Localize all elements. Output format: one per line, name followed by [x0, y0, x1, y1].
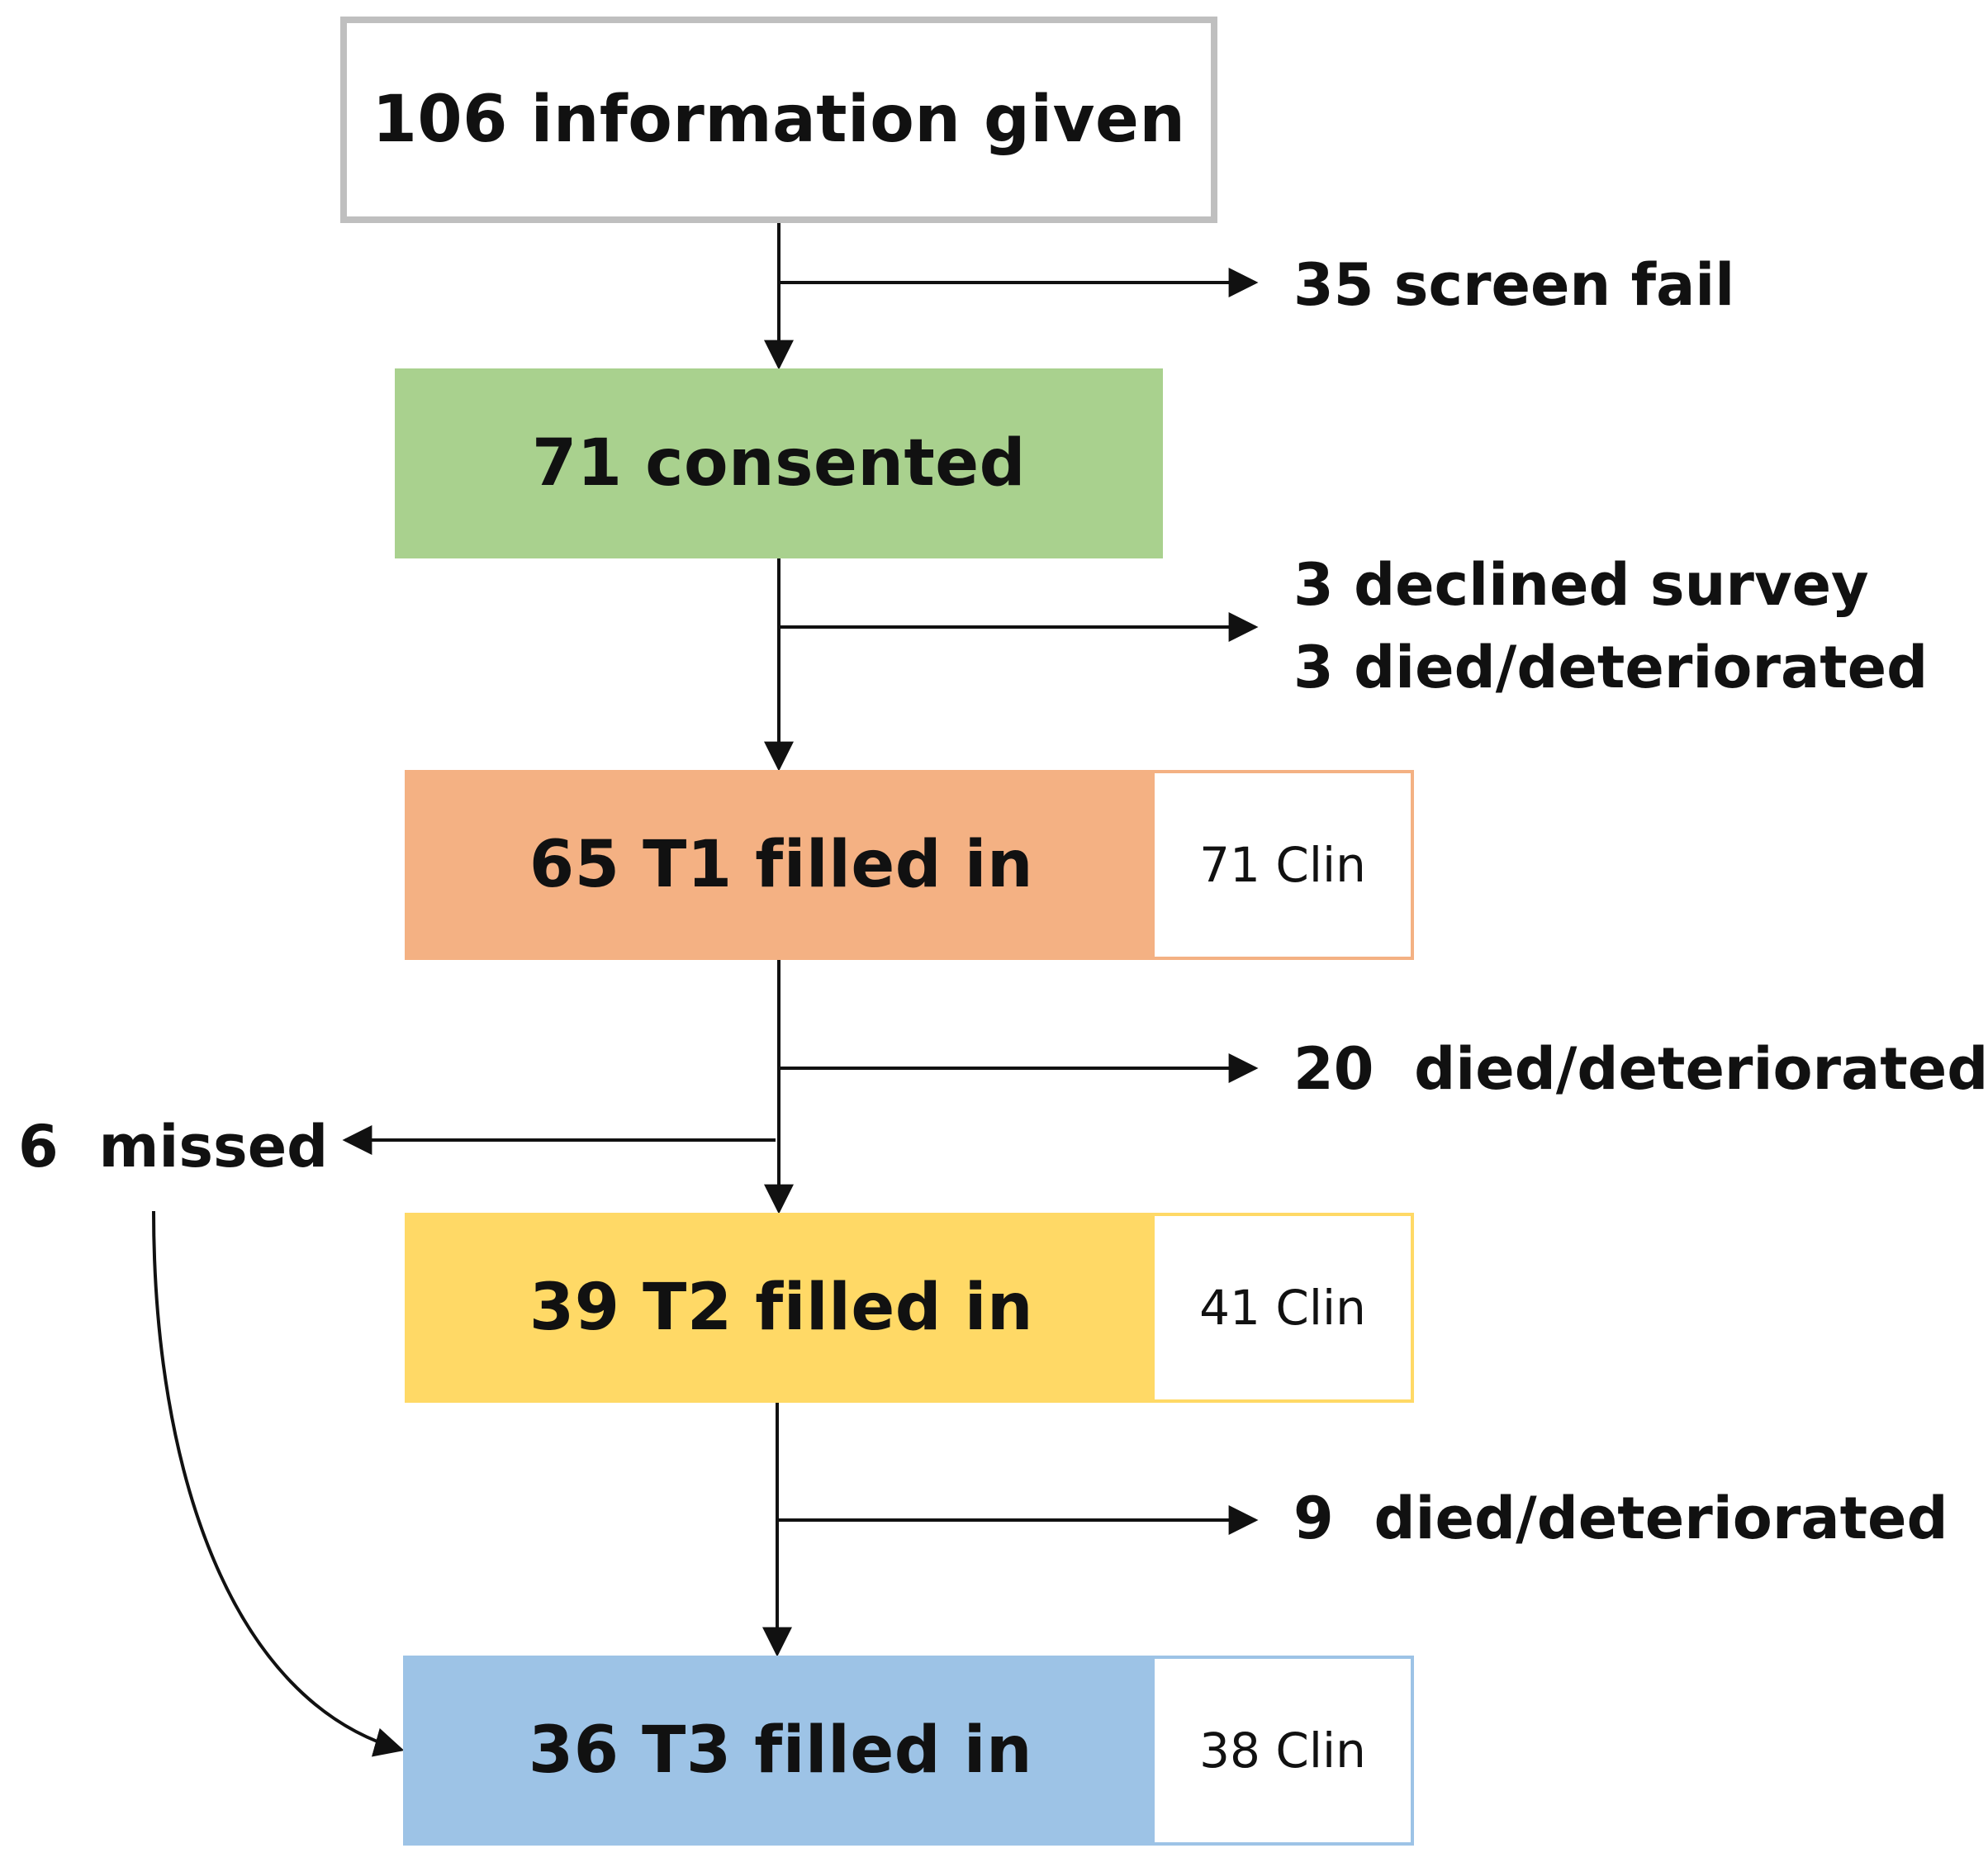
label-died-after-consent: 3 died/deteriorated [1293, 634, 1929, 701]
label-died-after-t2: 9 died/deteriorated [1293, 1485, 1948, 1552]
box-consented: 71 consented [395, 368, 1163, 558]
box-consented-label: 71 consented [532, 426, 1026, 501]
box-t2: 39 T2 filled in 41 Clin [405, 1213, 1414, 1403]
box-t3-clin: 38 Clin [1155, 1659, 1411, 1842]
box-t1-label: 65 T1 filled in [529, 828, 1034, 902]
label-declined-survey: 3 declined survey [1293, 551, 1869, 619]
box-information-given: 106 information given [340, 17, 1217, 223]
box-information-given-label: 106 information given [372, 83, 1186, 157]
label-missed: 6 missed [18, 1113, 329, 1181]
label-died-after-t1: 20 died/deteriorated [1293, 1035, 1988, 1103]
box-t2-clin: 41 Clin [1155, 1216, 1411, 1399]
box-t3: 36 T3 filled in 38 Clin [403, 1656, 1414, 1846]
box-t1-clin: 71 Clin [1155, 773, 1411, 957]
box-t1: 65 T1 filled in 71 Clin [405, 770, 1414, 960]
box-t2-label: 39 T2 filled in [529, 1271, 1034, 1345]
flow-diagram: 106 information given 71 consented 65 T1… [18, 17, 1988, 1846]
box-t3-label: 36 T3 filled in [528, 1713, 1033, 1788]
connectors [152, 221, 1259, 1757]
arrow-missed-to-t3 [152, 1210, 405, 1757]
label-screen-fail: 35 screen fail [1293, 251, 1735, 319]
